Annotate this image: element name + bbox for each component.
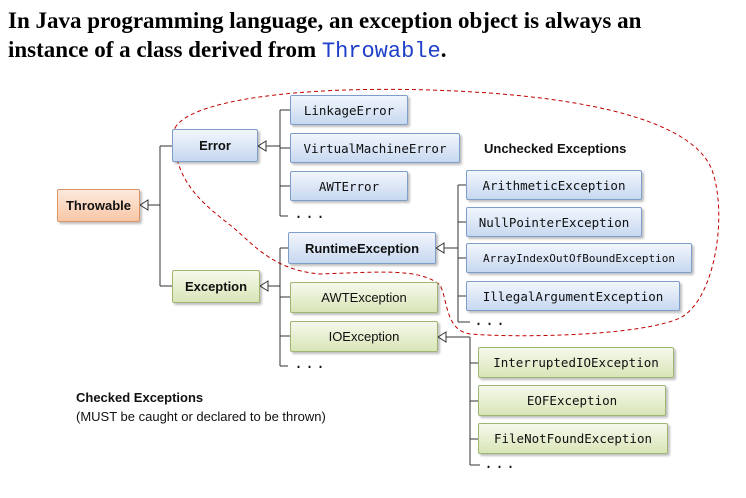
runtime-more-ellipsis: ... — [474, 311, 508, 329]
node-runtime-exception-label: RuntimeException — [304, 240, 420, 256]
arrow-io-exception — [437, 331, 447, 343]
heading-line-2-prefix: instance of a class derived from — [8, 37, 322, 62]
node-interrupted-io-exception-label: InterruptedIOException — [493, 355, 659, 370]
node-array-index-out-of-bound-exception-label: ArrayIndexOutOfBoundException — [482, 251, 676, 265]
node-arithmetic-exception-label: ArithmeticException — [482, 177, 626, 193]
arrow-exception — [259, 280, 269, 292]
heading-code-throwable: Throwable — [321, 39, 441, 64]
node-throwable: Throwable — [57, 189, 140, 222]
checked-exceptions-note: (MUST be caught or declared to be thrown… — [76, 409, 326, 424]
node-linkage-error-label: LinkageError — [303, 102, 395, 118]
node-io-exception-label: IOException — [328, 329, 400, 344]
node-file-not-found-exception-label: FileNotFoundException — [493, 431, 653, 446]
node-file-not-found-exception: FileNotFoundException — [478, 423, 668, 454]
node-illegal-argument-exception-label: IllegalArgumentException — [482, 288, 664, 304]
node-interrupted-io-exception: InterruptedIOException — [478, 347, 674, 378]
exception-more-ellipsis: ... — [294, 354, 328, 372]
heading-line-2: instance of a class derived from Throwab… — [8, 35, 743, 66]
node-arithmetic-exception: ArithmeticException — [466, 170, 642, 200]
heading-line-2-suffix: . — [440, 37, 447, 62]
arrow-runtime-exception — [435, 242, 445, 254]
node-io-exception: IOException — [290, 321, 438, 352]
node-exception-label: Exception — [184, 279, 248, 294]
arrow-throwable — [139, 199, 149, 211]
node-awt-error: AWTError — [290, 171, 408, 201]
node-array-index-out-of-bound-exception: ArrayIndexOutOfBoundException — [466, 243, 692, 273]
node-awt-exception-label: AWTException — [321, 290, 407, 305]
io-more-ellipsis: ... — [484, 454, 518, 472]
node-runtime-exception: RuntimeException — [288, 232, 436, 264]
arrow-error — [257, 140, 267, 152]
node-awt-error-label: AWTError — [318, 178, 380, 194]
checked-exceptions-label: Checked Exceptions — [76, 390, 204, 405]
node-eof-exception-label: EOFException — [526, 393, 618, 408]
node-illegal-argument-exception: IllegalArgumentException — [466, 281, 680, 311]
error-more-ellipsis: ... — [294, 204, 328, 222]
node-error: Error — [172, 129, 258, 162]
node-virtual-machine-error-label: VirtualMachineError — [303, 140, 447, 156]
node-error-label: Error — [199, 138, 231, 153]
unchecked-boundary — [174, 88, 720, 337]
node-exception: Exception — [172, 270, 260, 303]
node-eof-exception: EOFException — [478, 385, 666, 416]
node-null-pointer-exception-label: NullPointerException — [478, 214, 630, 230]
unchecked-exceptions-label: Unchecked Exceptions — [484, 141, 627, 156]
node-throwable-label: Throwable — [65, 198, 131, 213]
node-linkage-error: LinkageError — [290, 95, 408, 125]
heading: In Java programming language, an excepti… — [8, 6, 743, 66]
node-virtual-machine-error: VirtualMachineError — [290, 133, 460, 163]
node-awt-exception: AWTException — [290, 282, 438, 313]
node-null-pointer-exception: NullPointerException — [466, 207, 642, 237]
heading-line-1: In Java programming language, an excepti… — [8, 8, 642, 33]
